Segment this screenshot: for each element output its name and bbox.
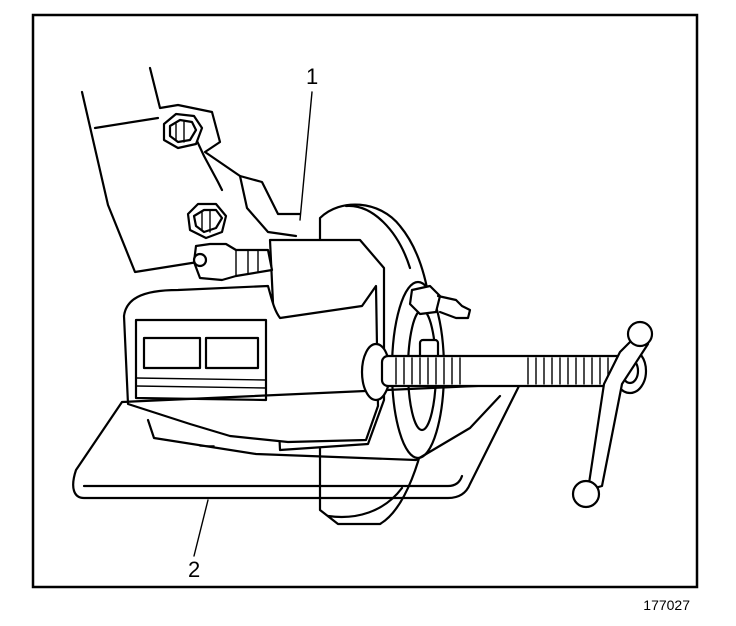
callout-1: 1 <box>299 64 318 221</box>
callout-label-1: 1 <box>306 64 318 89</box>
mounting-bolt-lower <box>186 202 228 240</box>
brake-caliper <box>122 238 386 452</box>
callout-label-2: 2 <box>188 557 200 582</box>
illustration-frame <box>31 13 699 589</box>
figure-number: 177027 <box>643 597 690 613</box>
callout-2: 2 <box>188 499 209 582</box>
knuckle-bracket <box>80 66 302 274</box>
mounting-bolt-upper <box>162 112 204 150</box>
compressor-tool <box>360 320 654 509</box>
compression-plate <box>72 382 522 500</box>
